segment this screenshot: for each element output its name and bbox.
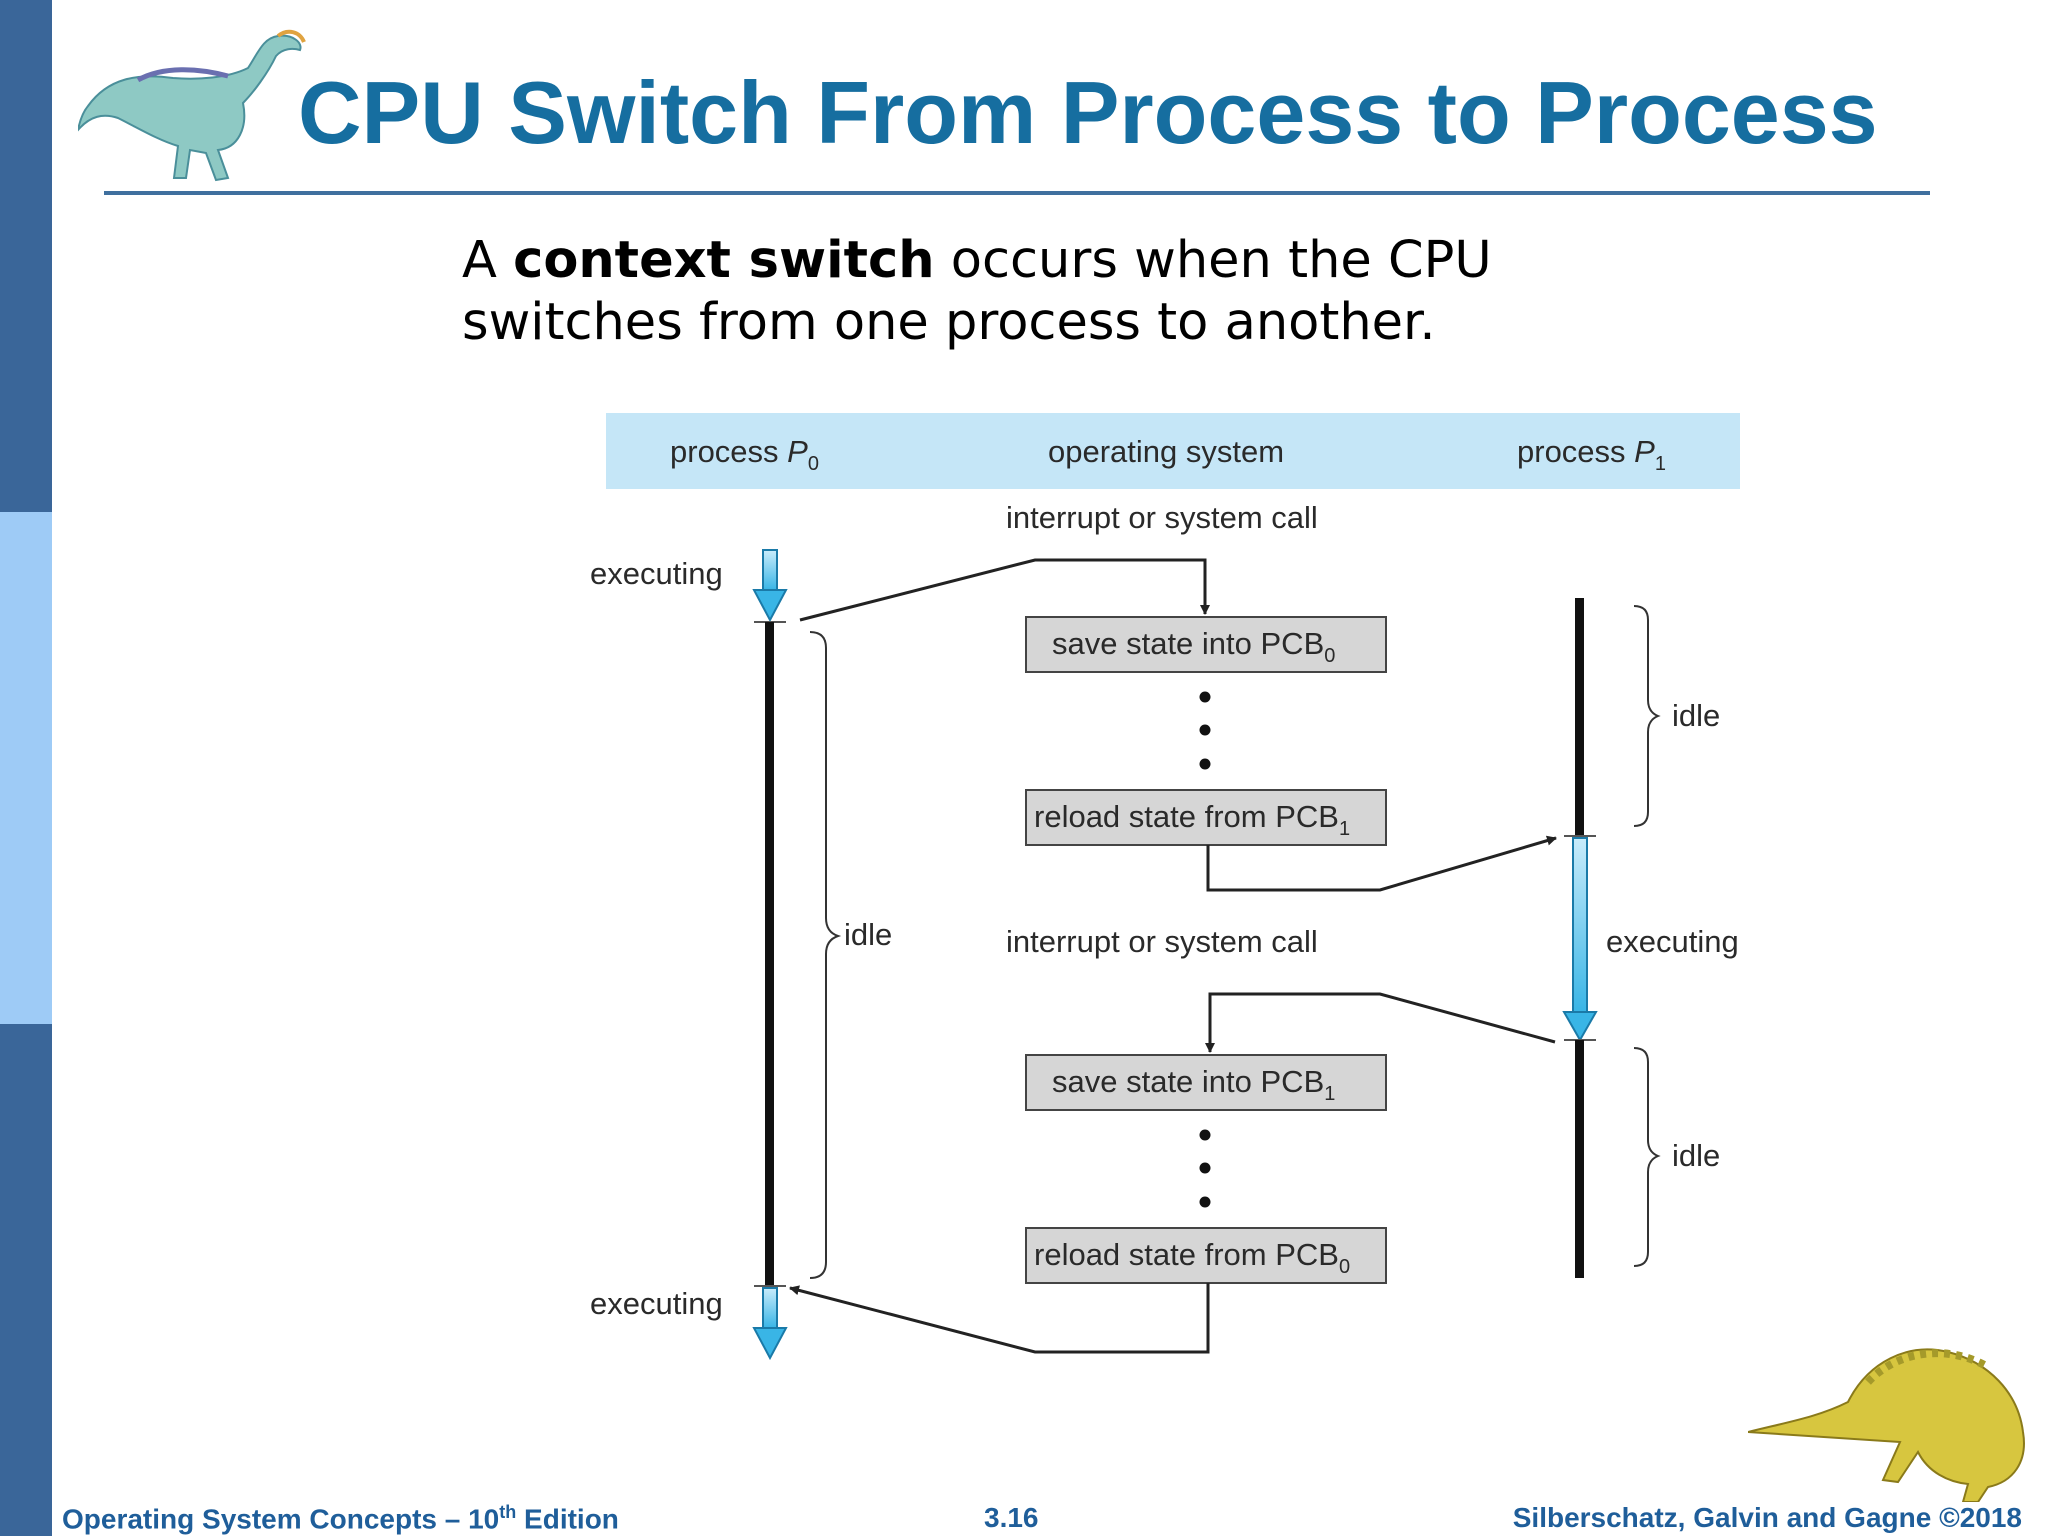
header-operating-system: operating system (1048, 434, 1284, 469)
executing-label-bottom: executing (590, 1286, 723, 1321)
footer-book-title: Operating System Concepts – 10th Edition (62, 1502, 619, 1535)
side-bar-bottom (0, 1024, 52, 1536)
p0-idle-bar (765, 622, 774, 1286)
idle-label-p1-top: idle (1672, 698, 1720, 733)
interrupt-label-1: interrupt or system call (1006, 500, 1318, 535)
p1-idle-brace-bottom (1633, 1047, 1661, 1267)
p0-exec-arrow-top (752, 549, 788, 623)
arrow-reload-pcb1-to-p1 (1206, 835, 1557, 892)
executing-label-top: executing (590, 556, 723, 591)
executing-label-p1: executing (1606, 924, 1739, 959)
svg-text:save state into PCB0: save state into PCB0 (1052, 626, 1335, 667)
footer-left-sup: th (499, 1502, 517, 1522)
p0-idle-brace (809, 631, 842, 1279)
p1-exec-arrow (1562, 837, 1598, 1043)
idle-label-p0: idle (844, 917, 892, 952)
box-save-state-pcb0: save state into PCB0 (1025, 616, 1387, 673)
p1-idle-brace-top (1633, 605, 1661, 827)
footer-authors: Silberschatz, Galvin and Gagne ©2018 (1512, 1502, 2022, 1533)
svg-text:reload state from PCB1: reload state from PCB1 (1034, 799, 1350, 840)
idle-label-p1-bottom: idle (1672, 1138, 1720, 1173)
arrow-p1-to-save-pcb1 (1205, 992, 1556, 1053)
ellipsis-dots-lower (1199, 1129, 1211, 1208)
arrow-p0-to-save-pcb0 (799, 558, 1210, 622)
side-bar-middle (0, 512, 52, 1024)
header-process-p0: process P0 (670, 434, 819, 475)
svg-text:save state into PCB1: save state into PCB1 (1052, 1064, 1335, 1105)
p1-idle-bar-bottom (1575, 1040, 1584, 1278)
interrupt-label-2: interrupt or system call (1006, 924, 1318, 959)
svg-text:reload state from PCB0: reload state from PCB0 (1034, 1237, 1350, 1278)
box-reload-state-pcb0: reload state from PCB0 (1025, 1227, 1387, 1284)
dinosaur-logo-icon (78, 29, 306, 182)
intro-bold-term: context switch (513, 231, 935, 290)
footer-left-pre: Operating System Concepts – 10 (62, 1503, 500, 1535)
dinosaur-logo-bottom-icon (1748, 1348, 2025, 1502)
header-process-p1: process P1 (1517, 434, 1666, 475)
intro-pre: A (462, 231, 514, 290)
p1-idle-bar-top (1575, 598, 1584, 836)
box-save-state-pcb1: save state into PCB1 (1025, 1054, 1387, 1111)
box-reload-state-pcb1: reload state from PCB1 (1025, 789, 1387, 846)
arrow-reload-pcb0-to-p0 (789, 1283, 1210, 1354)
p0-exec-arrow-bottom (752, 1287, 788, 1361)
intro-post: occurs when the CPU switches from one pr… (462, 231, 1492, 352)
title-divider (104, 191, 1930, 195)
ellipsis-dots-upper (1199, 691, 1211, 770)
slide-title: CPU Switch From Process to Process (298, 63, 1878, 162)
side-bar-top (0, 0, 52, 512)
diagram-header-band (606, 413, 1740, 489)
footer-left-post: Edition (516, 1503, 619, 1535)
intro-text: A context switch occurs when the CPU swi… (462, 230, 1562, 354)
footer-page-number: 3.16 (984, 1502, 1039, 1533)
